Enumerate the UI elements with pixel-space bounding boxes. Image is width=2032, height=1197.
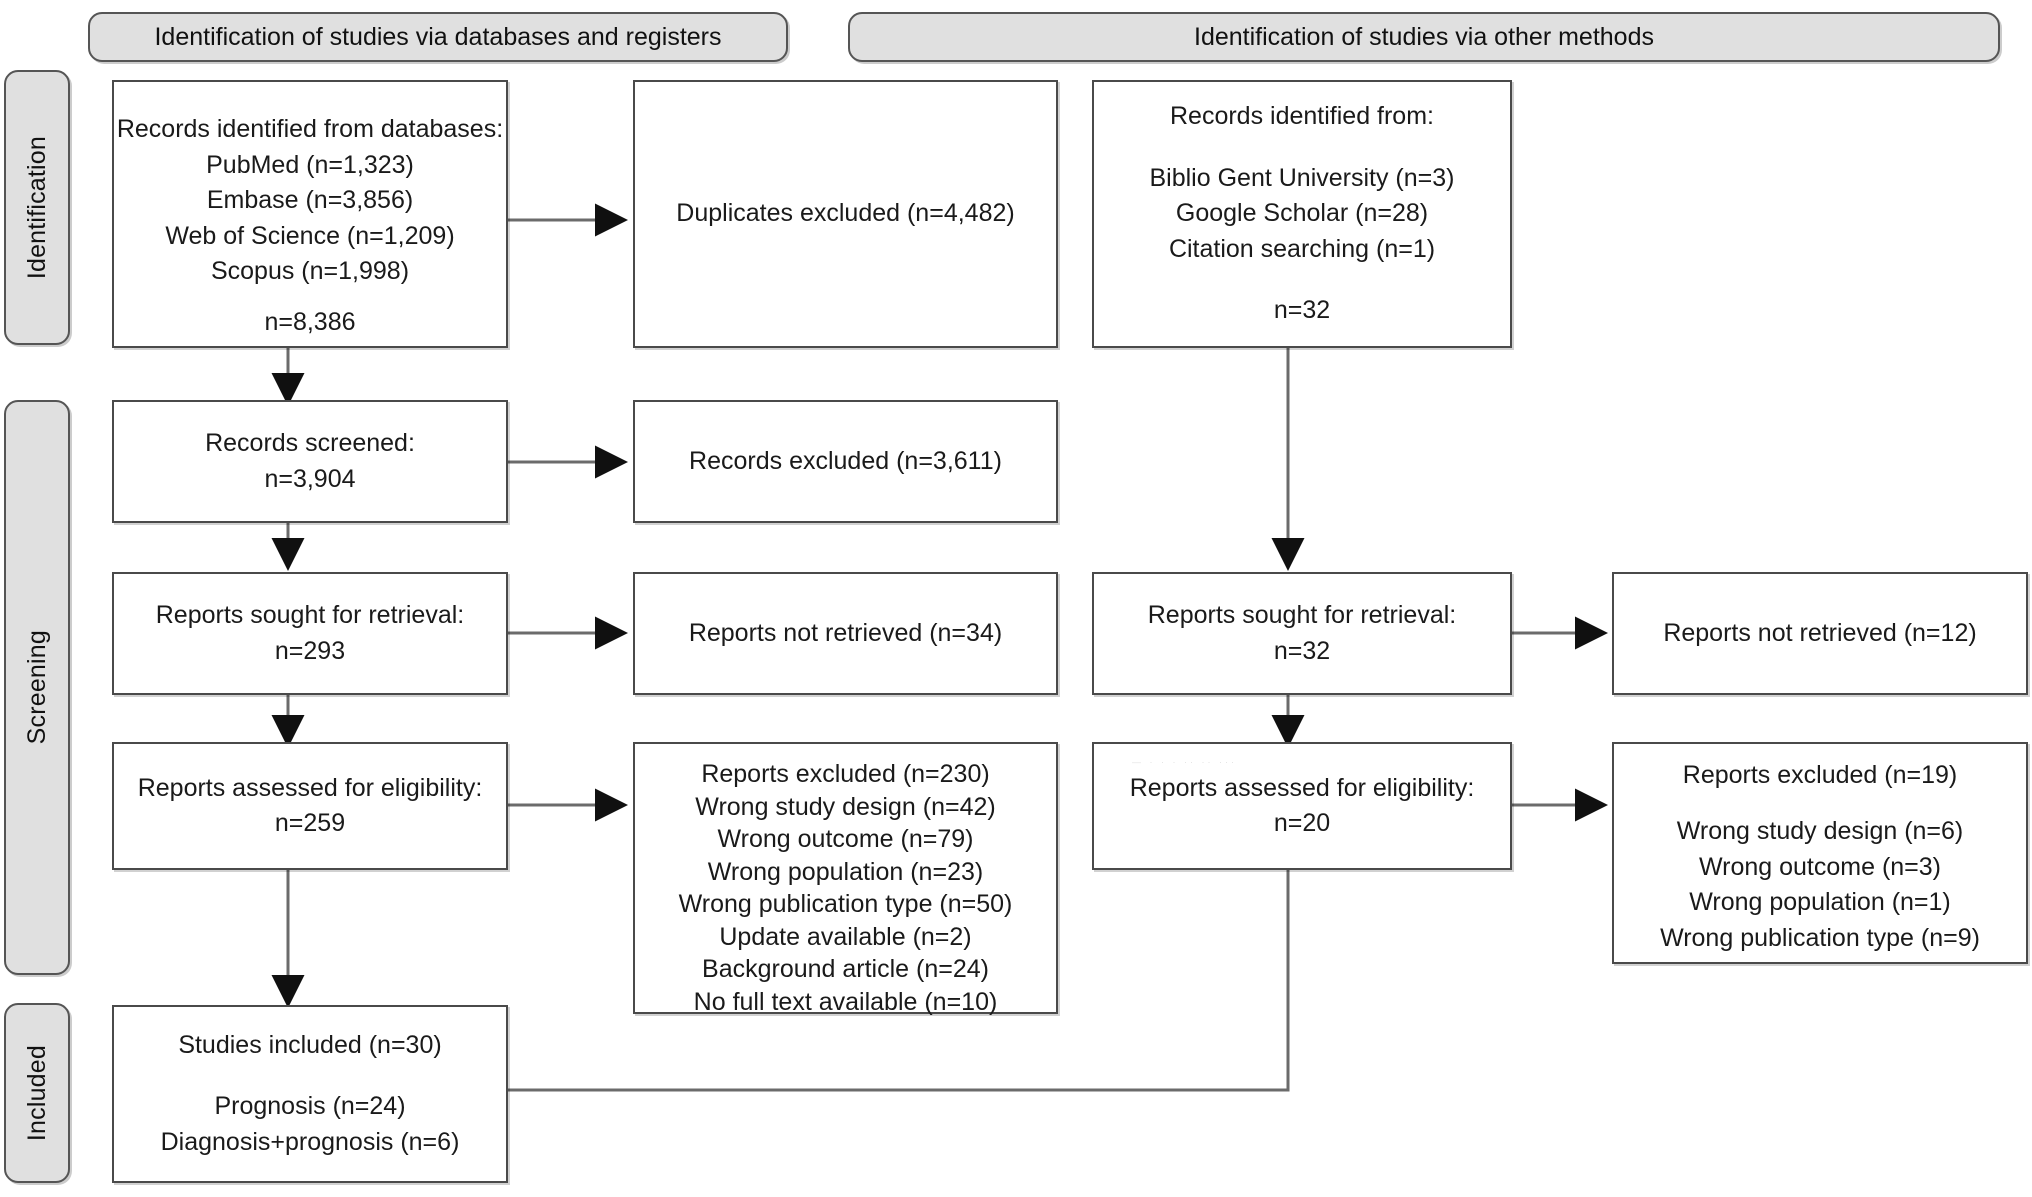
other-records-identified-title: Records identified from: — [1169, 102, 1434, 131]
records-identified-source-scopus: Scopus (n=1,998) — [210, 257, 410, 285]
other-records-identified-total: n=32 — [1273, 296, 1331, 325]
column-header-databases-label: Identification of studies via databases … — [154, 22, 722, 51]
phase-band-included: Included — [4, 1003, 70, 1183]
reports-not-retrieved-label: Reports not retrieved (n=34) — [688, 618, 1003, 647]
node-duplicates-excluded: Duplicates excluded (n=4,482) — [633, 80, 1058, 348]
studies-included-prognosis: Prognosis (n=24) — [214, 1092, 406, 1121]
node-records-screened: Records screened: n=3,904 — [112, 400, 508, 523]
reports-assessed-total: n=259 — [274, 809, 346, 837]
other-reports-sought-title: Reports sought for retrieval: — [1147, 601, 1457, 629]
studies-included-title: Studies included (n=30) — [178, 1030, 442, 1059]
node-records-excluded: Records excluded (n=3,611) — [633, 400, 1058, 523]
phase-label-identification: Identification — [22, 135, 51, 280]
node-reports-sought-databases: Reports sought for retrieval: n=293 — [112, 572, 508, 695]
other-records-identified-source-biblio: Biblio Gent University (n=3) — [1149, 163, 1455, 192]
records-identified-source-pubmed: PubMed (n=1,323) — [206, 150, 414, 179]
reports-excluded-reason-2: Wrong outcome (n=79) — [717, 825, 974, 853]
node-reports-sought-other: Reports sought for retrieval: n=32 — [1092, 572, 1512, 695]
reports-sought-total: n=293 — [274, 636, 346, 665]
other-records-identified-source-scholar: Google Scholar (n=28) — [1175, 199, 1429, 228]
other-reports-not-retrieved-label: Reports not retrieved (n=12) — [1663, 618, 1977, 647]
phase-band-identification: Identification — [4, 70, 70, 345]
node-reports-assessed-other: — · · · ·· ·· ··· Reports assessed for e… — [1092, 742, 1512, 870]
column-header-other-methods-label: Identification of studies via other meth… — [1194, 22, 1654, 51]
node-reports-assessed-databases: Reports assessed for eligibility: n=259 — [112, 742, 508, 870]
duplicates-excluded-label: Duplicates excluded (n=4,482) — [676, 199, 1015, 228]
studies-included-diagnosis-prognosis: Diagnosis+prognosis (n=6) — [160, 1127, 460, 1156]
other-records-identified-source-citation: Citation searching (n=1) — [1168, 234, 1436, 263]
phase-label-included: Included — [22, 1044, 51, 1142]
node-records-identified-databases: Records identified from databases: PubMe… — [112, 80, 508, 348]
other-reports-sought-total: n=32 — [1273, 636, 1331, 665]
reports-excluded-reason-5: Update available (n=2) — [719, 922, 972, 951]
reports-excluded-reason-6: Background article (n=24) — [702, 955, 989, 983]
reports-excluded-reason-4: Wrong publication type (n=50) — [678, 890, 1013, 918]
reports-sought-title: Reports sought for retrieval: — [155, 601, 465, 629]
records-identified-source-embase: Embase (n=3,856) — [206, 186, 414, 214]
records-identified-source-wos: Web of Science (n=1,209) — [165, 221, 455, 250]
records-identified-title: Records identified from databases: — [116, 115, 504, 143]
node-reports-excluded-other: Reports excluded (n=19) Wrong study desi… — [1612, 742, 2028, 964]
other-reports-excluded-reason-3: Wrong population (n=1) — [1689, 888, 1951, 916]
other-reports-excluded-reason-4: Wrong publication type (n=9) — [1660, 923, 1980, 952]
records-excluded-label: Records excluded (n=3,611) — [689, 446, 1002, 475]
column-header-databases: Identification of studies via databases … — [88, 12, 788, 62]
records-screened-total: n=3,904 — [264, 464, 356, 493]
other-reports-excluded-title: Reports excluded (n=19) — [1682, 761, 1958, 789]
node-reports-not-retrieved-databases: Reports not retrieved (n=34) — [633, 572, 1058, 695]
node-reports-not-retrieved-other: Reports not retrieved (n=12) — [1612, 572, 2028, 695]
reports-assessed-title: Reports assessed for eligibility: — [137, 773, 483, 802]
phase-label-screening: Screening — [22, 630, 51, 745]
records-screened-title: Records screened: — [205, 429, 415, 457]
other-reports-assessed-total: n=20 — [1273, 809, 1331, 837]
column-header-other-methods: Identification of studies via other meth… — [848, 12, 2000, 62]
node-reports-excluded-databases: Reports excluded (n=230) Wrong study des… — [633, 742, 1058, 1016]
node-studies-included: Studies included (n=30) Prognosis (n=24)… — [112, 1005, 508, 1183]
reports-excluded-reason-3: Wrong population (n=23) — [707, 857, 984, 886]
node-records-identified-other: Records identified from: Biblio Gent Uni… — [1092, 80, 1512, 348]
other-reports-excluded-reason-1: Wrong study design (n=6) — [1676, 817, 1964, 845]
records-identified-total: n=8,386 — [264, 307, 356, 336]
other-reports-assessed-title: Reports assessed for eligibility: — [1129, 773, 1475, 802]
phase-band-screening: Screening — [4, 400, 70, 975]
reports-excluded-title: Reports excluded (n=230) — [701, 760, 990, 788]
reports-excluded-reason-7: No full text available (n=10) — [693, 987, 998, 1016]
scan-artifact: — · · · ·· ·· ··· — [1132, 757, 1237, 767]
reports-excluded-reason-1: Wrong study design (n=42) — [695, 792, 996, 821]
other-reports-excluded-reason-2: Wrong outcome (n=3) — [1698, 852, 1942, 881]
